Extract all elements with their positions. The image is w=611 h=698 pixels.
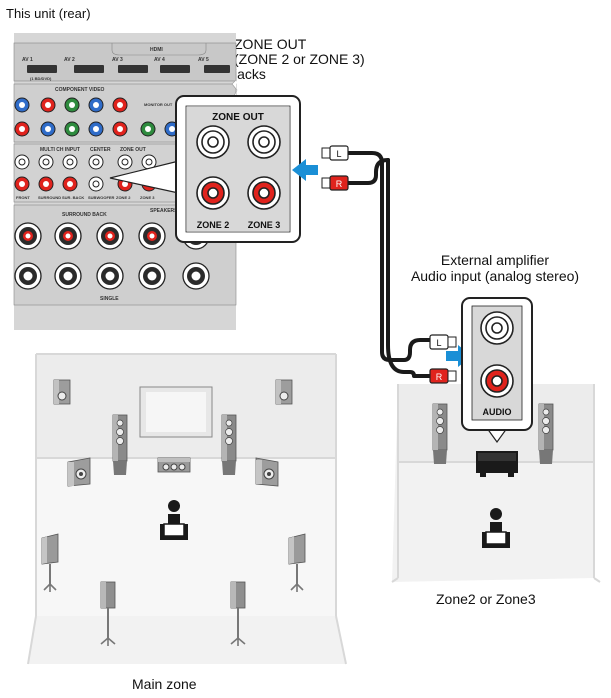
monitor-out-label: MONITOR OUT bbox=[144, 102, 173, 107]
hdmi-label: HDMI bbox=[150, 47, 163, 53]
zone-out-small-label: ZONE OUT bbox=[120, 147, 146, 153]
hdmi-av3-label: AV 3 bbox=[112, 57, 123, 63]
callout-jack-white-2 bbox=[248, 126, 280, 158]
plug-right-top: R bbox=[322, 176, 348, 190]
audio-cable bbox=[348, 153, 430, 376]
surround-back-label: SURROUND BACK bbox=[62, 212, 107, 218]
center-label: CENTER bbox=[90, 147, 111, 153]
callout-zone3-label: ZONE 3 bbox=[248, 220, 281, 230]
sur-back-label: SUR. BACK bbox=[62, 195, 84, 200]
zone3-small-label: ZONE 3 bbox=[140, 195, 155, 200]
amp-jack-white bbox=[481, 312, 513, 344]
plug-left-top: L bbox=[322, 146, 348, 160]
hdmi-av2-label: AV 2 bbox=[64, 57, 75, 63]
plug-right-top-label: R bbox=[336, 179, 343, 189]
hdmi-av1-sub-label: (1 BD/DVD) bbox=[30, 76, 52, 81]
main-zone-room bbox=[28, 354, 346, 664]
plug-left-bottom: L bbox=[430, 335, 456, 349]
hdmi-av5-label: AV 5 bbox=[198, 57, 209, 63]
zone2-small-label: ZONE 2 bbox=[116, 195, 131, 200]
amp-audio-label: AUDIO bbox=[483, 407, 512, 417]
subwoofer-label: SUBWOOFER bbox=[88, 195, 115, 200]
callout-jack-white-1 bbox=[197, 126, 229, 158]
callout-jack-red-1 bbox=[197, 177, 229, 209]
amplifier-input-panel: AUDIO bbox=[462, 298, 532, 442]
plug-left-bottom-label: L bbox=[436, 338, 441, 348]
surround-label: SURROUND bbox=[38, 195, 61, 200]
callout-jack-red-2 bbox=[248, 177, 280, 209]
callout-title: ZONE OUT bbox=[212, 112, 264, 123]
single-label: SINGLE bbox=[100, 296, 119, 302]
speakers-label: SPEAKERS bbox=[150, 208, 178, 214]
plug-left-top-label: L bbox=[336, 149, 341, 159]
plug-right-bottom: R bbox=[430, 369, 456, 383]
multi-ch-input-label: MULTI CH INPUT bbox=[40, 147, 80, 153]
callout-zone2-label: ZONE 2 bbox=[197, 220, 230, 230]
plug-right-bottom-label: R bbox=[436, 372, 443, 382]
front-label: FRONT bbox=[16, 195, 30, 200]
amp-jack-red bbox=[481, 365, 513, 397]
component-video-label: COMPONENT VIDEO bbox=[55, 87, 105, 93]
hdmi-av4-label: AV 4 bbox=[154, 57, 165, 63]
hdmi-av1-label: AV 1 bbox=[22, 57, 33, 63]
